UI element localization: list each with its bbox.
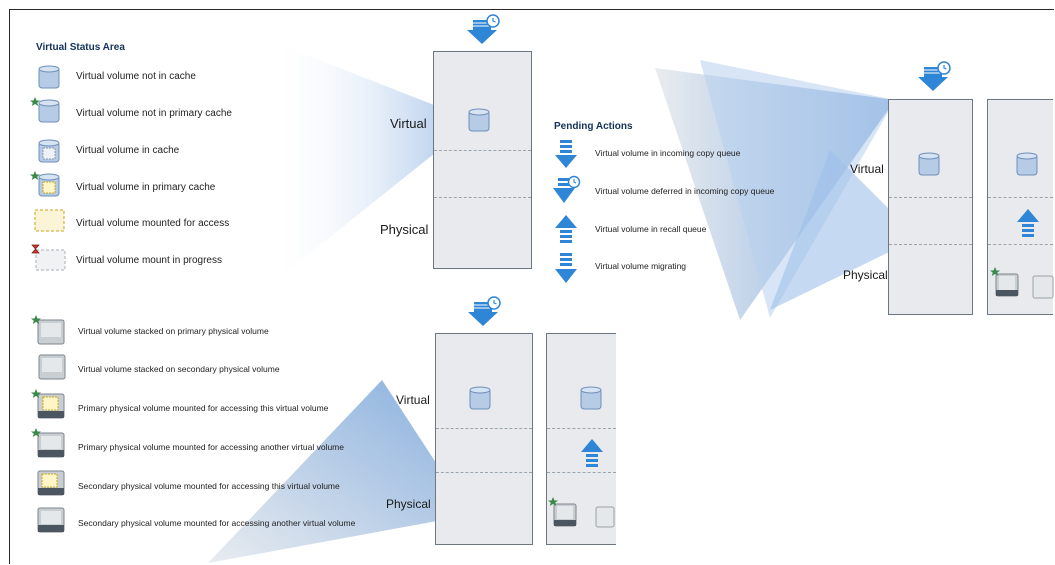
down-arrow-stack-icon bbox=[554, 139, 578, 169]
tape-star-icon bbox=[31, 314, 67, 348]
tier-label-virtual: Virtual bbox=[396, 393, 430, 407]
down-arrow-clock-icon bbox=[467, 14, 501, 46]
pending-actions-title: Pending Actions bbox=[554, 121, 633, 132]
tape-icon bbox=[37, 352, 67, 382]
legend-label: Virtual volume in recall queue bbox=[595, 224, 707, 234]
beam-pending-2 bbox=[700, 60, 895, 318]
mounted-box-icon bbox=[34, 209, 66, 233]
tier-divider bbox=[889, 197, 972, 198]
cylinder-yellow-star-icon bbox=[30, 170, 64, 200]
hourglass-box-icon bbox=[30, 244, 66, 272]
legend-label: Virtual volume in primary cache bbox=[76, 182, 216, 193]
tier-divider bbox=[436, 428, 532, 429]
beam-virtual-status bbox=[268, 40, 475, 285]
tape-yellow-icon bbox=[36, 468, 66, 500]
cylinder-icon bbox=[916, 151, 942, 179]
volume-panel bbox=[433, 51, 532, 269]
legend-label: Virtual volume not in primary cache bbox=[76, 108, 232, 119]
legend-label: Virtual volume in cache bbox=[76, 145, 180, 156]
tape-star-drive-icon bbox=[31, 427, 67, 461]
tape-drive-icon bbox=[36, 505, 66, 537]
up-arrow-stack-icon bbox=[554, 214, 578, 244]
tape-star-yellow-icon bbox=[31, 388, 67, 422]
legend-label: Virtual volume migrating bbox=[595, 261, 687, 271]
tier-label-physical: Physical bbox=[380, 222, 429, 237]
legend-label: Secondary physical volume mounted for ac… bbox=[78, 518, 356, 528]
tier-divider bbox=[547, 428, 616, 429]
tier-divider bbox=[889, 244, 972, 245]
beam-physical-status bbox=[208, 380, 470, 563]
legend-label: Virtual volume stacked on secondary phys… bbox=[78, 364, 280, 374]
virtual-status-title: Virtual Status Area bbox=[36, 42, 125, 53]
legend-label: Virtual volume stacked on primary physic… bbox=[78, 326, 269, 336]
tier-divider bbox=[434, 150, 531, 151]
tier-divider bbox=[988, 197, 1053, 198]
cylinder-icon bbox=[467, 385, 493, 413]
cylinder-icon bbox=[36, 64, 62, 92]
tier-divider bbox=[547, 472, 616, 473]
legend-label: Virtual volume in incoming copy queue bbox=[595, 148, 741, 158]
tier-label-virtual: Virtual bbox=[390, 116, 427, 131]
figure-frame bbox=[9, 9, 1054, 564]
volume-panel bbox=[435, 333, 533, 545]
tape-star-icon bbox=[990, 266, 1022, 300]
tier-label-physical: Physical bbox=[386, 497, 431, 511]
tier-divider bbox=[988, 244, 1053, 245]
down-arrow-migrate-icon bbox=[554, 252, 578, 284]
cylinder-icon bbox=[578, 385, 604, 413]
down-arrow-clock-icon bbox=[918, 61, 952, 93]
legend-label: Virtual volume deferred in incoming copy… bbox=[595, 186, 775, 196]
volume-panel bbox=[888, 99, 973, 315]
down-arrow-clock-icon bbox=[552, 175, 582, 205]
legend-label: Virtual volume mounted for access bbox=[76, 218, 230, 229]
legend-label: Secondary physical volume mounted for ac… bbox=[78, 481, 340, 491]
legend-label: Primary physical volume mounted for acce… bbox=[78, 442, 344, 452]
cylinder-icon bbox=[466, 107, 492, 135]
cylinder-star-icon bbox=[30, 96, 64, 126]
up-arrow-stack-icon bbox=[580, 438, 604, 468]
tape-star-drive-icon bbox=[548, 496, 580, 530]
legend-label: Primary physical volume mounted for acce… bbox=[78, 403, 329, 413]
cylinder-icon bbox=[1014, 151, 1040, 179]
tape-icon bbox=[1030, 272, 1054, 300]
beam-pending-3 bbox=[770, 150, 918, 310]
up-arrow-stack-icon bbox=[1016, 208, 1040, 238]
tier-divider bbox=[434, 197, 531, 198]
legend-label: Virtual volume mount in progress bbox=[76, 255, 222, 266]
tier-label-physical: Physical bbox=[843, 268, 888, 282]
cylinder-dotted-icon bbox=[36, 138, 62, 166]
down-arrow-clock-icon bbox=[468, 296, 502, 328]
tier-divider bbox=[436, 472, 532, 473]
tier-label-virtual: Virtual bbox=[850, 162, 884, 176]
tape-icon bbox=[594, 504, 616, 530]
legend-label: Virtual volume not in cache bbox=[76, 71, 196, 82]
